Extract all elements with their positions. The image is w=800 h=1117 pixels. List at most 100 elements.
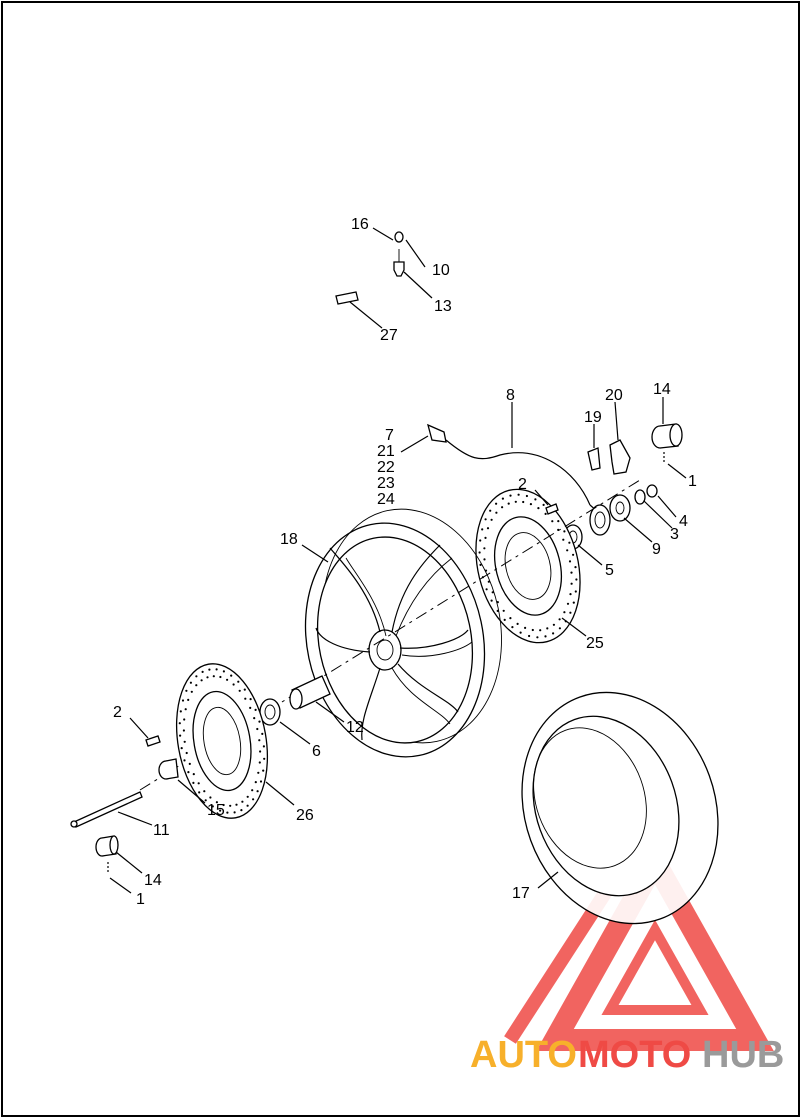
- rotor-hole: [251, 789, 254, 792]
- rotor-hole: [570, 582, 573, 585]
- rotor-hole: [212, 675, 215, 678]
- rotor-hole: [184, 708, 187, 711]
- rotor-hole: [243, 688, 246, 691]
- rotor-hole: [517, 493, 520, 496]
- rotor-hole: [478, 551, 481, 554]
- rotor-hole: [201, 670, 204, 674]
- rotor-hole: [198, 791, 201, 794]
- rotor-hole: [487, 580, 490, 583]
- rotor-hole: [568, 560, 572, 563]
- rotor-hole: [566, 602, 570, 605]
- axle-spacer-15: [158, 758, 179, 780]
- rotor-hole: [544, 512, 547, 516]
- rotor-hole: [222, 803, 225, 807]
- rotor-hole: [219, 675, 222, 679]
- rotor-hole: [259, 750, 262, 753]
- rotor-screw-left: [145, 735, 161, 747]
- rotor-hole: [485, 588, 488, 591]
- callout-2-left: 2: [113, 704, 122, 721]
- sensor-bracket-20: [609, 439, 631, 475]
- rotor-hole: [491, 591, 494, 594]
- callout-14-top: 14: [653, 381, 671, 398]
- rotor-hole: [501, 506, 504, 509]
- rotor-hole: [502, 609, 505, 612]
- rotor-hole: [261, 732, 264, 736]
- rotor-hole: [185, 751, 188, 755]
- brake-rotor-left: [175, 663, 269, 819]
- callout-20: 20: [605, 387, 623, 404]
- rotor-hole: [490, 599, 493, 602]
- rotor-hole: [253, 717, 256, 720]
- rotor-hole: [182, 729, 185, 732]
- rotor-hole: [233, 811, 236, 814]
- rotor-hole: [246, 795, 249, 798]
- callout-17: 17: [512, 885, 530, 902]
- rotor-hole: [529, 503, 533, 506]
- watermark-moto: MOTO: [578, 1034, 691, 1076]
- rotor-hole: [495, 502, 498, 505]
- callout-18: 18: [280, 531, 298, 548]
- rotor-hole: [495, 511, 498, 514]
- rotor-hole: [187, 771, 190, 774]
- rotor-hole: [539, 629, 542, 632]
- watermark-hub: HUB: [702, 1034, 784, 1076]
- rotor-hole: [183, 759, 186, 762]
- rotor-hole: [258, 761, 261, 764]
- rotor-hole: [536, 636, 539, 639]
- rotor-hole: [226, 811, 229, 814]
- callout-22: 22: [377, 459, 395, 476]
- rotor-hole: [215, 801, 218, 804]
- rotor-hole: [569, 611, 572, 614]
- callout-14-bottom: 14: [144, 872, 162, 889]
- rotor-hole: [557, 520, 560, 523]
- rotor-hole: [574, 590, 577, 593]
- rotor-hole: [208, 668, 211, 671]
- callout-27: 27: [380, 327, 398, 344]
- rotor-hole: [206, 676, 209, 679]
- rotor-hole: [179, 710, 182, 713]
- rotor-hole: [574, 566, 577, 569]
- callout-8: 8: [506, 387, 515, 404]
- rotor-hole: [551, 520, 554, 523]
- front-axle: [70, 791, 143, 828]
- rotor-hole: [552, 632, 555, 635]
- rotor-hole: [219, 809, 222, 812]
- rotor-hole: [568, 541, 571, 544]
- rotor-hole: [244, 697, 247, 700]
- callout-12: 12: [346, 719, 364, 736]
- rotor-hole: [507, 502, 510, 505]
- rotor-hole: [534, 498, 537, 501]
- rotor-hole: [189, 681, 192, 684]
- rotor-hole: [226, 678, 229, 681]
- rotor-hole: [192, 781, 195, 785]
- rotor-hole: [572, 553, 575, 556]
- rotor-hole: [185, 689, 188, 692]
- rotor-hole: [483, 558, 486, 561]
- rotor-hole: [215, 668, 218, 671]
- rotor-hole: [542, 503, 545, 506]
- rotor-hole: [232, 683, 235, 686]
- rotor-hole: [262, 769, 265, 772]
- callout-26: 26: [296, 807, 314, 824]
- rotor-screw-right: [545, 503, 559, 515]
- rotor-hole: [516, 622, 519, 626]
- rotor-hole: [252, 798, 255, 801]
- rotor-hole: [183, 718, 186, 721]
- rotor-hole: [528, 634, 531, 638]
- axle-spacer-top: [651, 423, 683, 449]
- callout-16: 16: [351, 216, 369, 233]
- rotor-hole: [222, 670, 225, 673]
- rotor-hole: [254, 708, 257, 712]
- speed-sensor-cable: [427, 423, 599, 513]
- rotor-hole: [238, 689, 241, 692]
- rotor-hole: [486, 527, 490, 530]
- rotor-hole: [514, 500, 517, 503]
- bearing-6: [259, 698, 281, 726]
- rotor-hole: [484, 518, 487, 521]
- rotor-hole: [237, 680, 240, 683]
- callout-13: 13: [434, 298, 452, 315]
- callout-21: 21: [377, 443, 395, 460]
- rotor-hole: [509, 494, 512, 497]
- rotor-hole: [484, 536, 487, 540]
